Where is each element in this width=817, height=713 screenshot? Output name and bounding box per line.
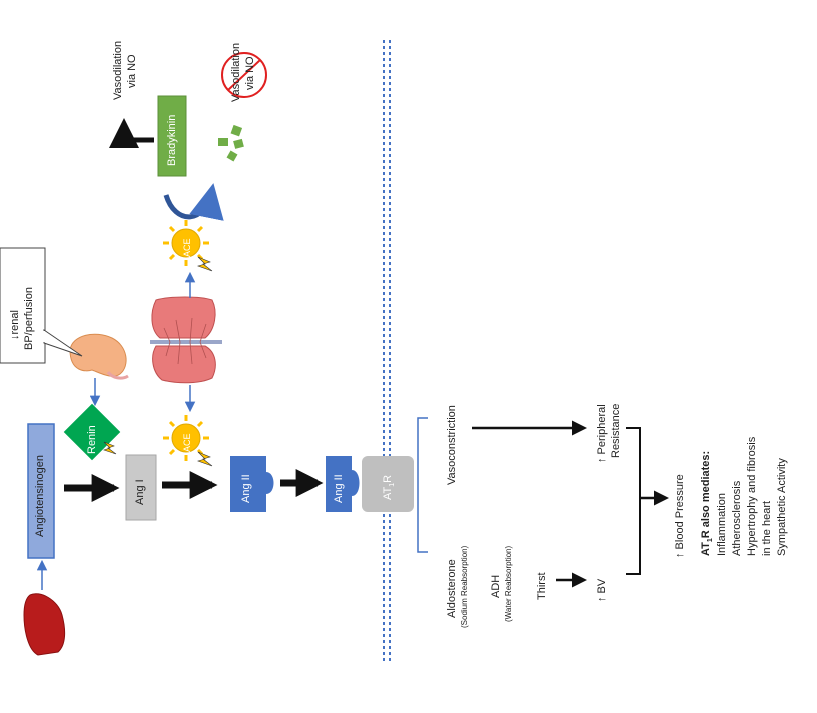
- mediates-item: Hypertrophy and fibrosis: [746, 436, 758, 556]
- kidney-icon: [69, 333, 129, 380]
- ang2-label: Ang II: [240, 474, 252, 503]
- vasodilation-left-line2: via NO: [126, 54, 138, 88]
- mediates-item: Inflammation: [716, 493, 728, 556]
- lung-icon: [150, 296, 222, 384]
- adh-label: ADH: [490, 574, 502, 598]
- bp-bracket: [626, 427, 641, 575]
- bradykinin-fragments: [218, 124, 244, 162]
- liver-icon: [23, 593, 66, 656]
- blood-pressure-label: ↑ Blood Pressure: [674, 474, 686, 558]
- enzyme-sun-icon: [163, 220, 209, 461]
- membrane-dotted-line: [383, 40, 391, 662]
- renin-label: Renin: [86, 425, 98, 454]
- mediates-title: AT1R also mediates:: [700, 450, 715, 556]
- ang2-bound-label: Ang II: [333, 474, 345, 503]
- lightning-icon: [197, 256, 213, 272]
- bradykinin-box: [157, 95, 187, 177]
- bradykinin-vasodilation-arrow: [109, 118, 154, 148]
- lightning-icon: [103, 441, 117, 455]
- vasodilation-left-line1: Vasodilation: [112, 40, 124, 100]
- thirst-label: Thirst: [536, 572, 548, 601]
- vasodilation-right-line2: via NO: [244, 56, 256, 90]
- ang1-box: [125, 454, 157, 521]
- ace-bradykinin-curved-arrow: [163, 183, 224, 221]
- at1r-label: AT1R: [382, 474, 397, 500]
- peripheral-label-line1: ↑ Peripheral: [596, 404, 608, 463]
- angiotensinogen-box: [27, 423, 55, 559]
- mediates-item: Atherosclerosis: [731, 480, 743, 556]
- bv-label: ↑ BV: [596, 578, 608, 602]
- adh-sub-label: (Water Reabsorption): [504, 545, 513, 622]
- chain-arrows: [64, 469, 324, 502]
- mediates-item: Sympathetic Activity: [776, 458, 788, 556]
- no-sign-icon: [221, 52, 267, 98]
- peripheral-label-line2: Resistance: [610, 403, 622, 458]
- renal-callout: [0, 247, 83, 364]
- callout-line1: ↓renal: [9, 310, 21, 340]
- ace-bottom-label: ACE: [182, 433, 192, 452]
- lightning-icon: [197, 451, 213, 467]
- angiotensinogen-label: Angiotensinogen: [34, 455, 46, 537]
- ace-top-label: ACE: [182, 238, 192, 257]
- vasoconstriction-label: Vasoconstriction: [446, 405, 458, 485]
- ang2-bound-box: [326, 456, 360, 512]
- aldosterone-sub-label: (Sodium Reabsorption): [460, 545, 469, 628]
- mediates-item: in the heart: [761, 500, 773, 556]
- ang1-label: Ang I: [134, 479, 146, 505]
- ang2-box: [230, 456, 274, 512]
- aldosterone-label: Aldosterone: [446, 559, 458, 618]
- bradykinin-label: Bradykinin: [166, 114, 178, 166]
- effects-bracket: [417, 417, 428, 553]
- callout-line2: BP/perfusion: [23, 287, 35, 350]
- vasodilation-right-line1: Vasodilation: [230, 42, 242, 102]
